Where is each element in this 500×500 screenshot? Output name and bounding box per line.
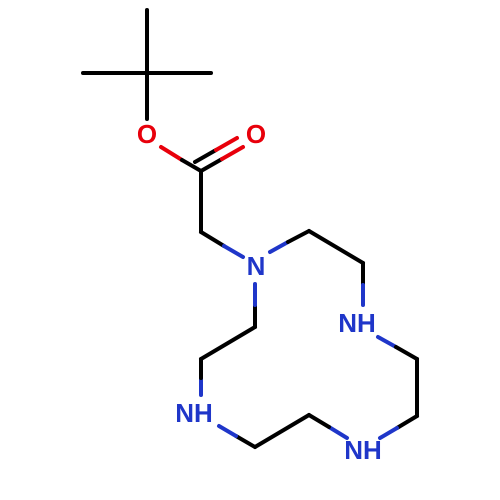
bond-ch2-n1-black [199,230,226,248]
ester-group [145,112,245,259]
ester-oxygen-label: O [137,119,157,149]
bond-n1-c2-blue [268,240,290,254]
atom-labels: O O N NH NH NH [137,119,382,465]
bond-ester-o-carbonyl-red [159,145,184,162]
bond-c6-n7-blue [378,426,399,440]
bond-n4-c5-blue [376,335,398,349]
nitrogen-n4-label: NH [338,308,376,338]
nitrogen-n7-label: NH [344,435,382,465]
bond-ch2-n1-blue [222,244,245,259]
bond-carbonyl-double-1-red [220,145,245,161]
bond-c6-n7-black [395,414,419,430]
nitrogen-n10-label: NH [175,398,213,428]
bond-carbonyl-double-1-black [199,157,224,173]
bond-c8-c9 [253,413,311,449]
bond-n4-c5-black [394,345,419,361]
bond-n1-c2-black [286,229,311,244]
bond-c9-n10-blue [217,424,238,438]
carbonyl-oxygen-label: O [246,119,266,149]
tert-butyl-group [81,8,213,116]
bond-n7-c8-black [307,413,331,429]
bond-c11-c12 [199,325,257,361]
bond-carbonyl-double-2-red [214,136,239,152]
cyclen-ring [199,229,419,449]
bond-c9-n10-black [234,434,257,449]
bond-ester-o-carbonyl-black [180,158,203,173]
bond-carbonyl-double-2-black [193,148,218,164]
nitrogen-n1-label: N [247,251,266,281]
bond-c2-c3 [307,229,365,265]
bond-n7-c8-blue [327,425,349,440]
